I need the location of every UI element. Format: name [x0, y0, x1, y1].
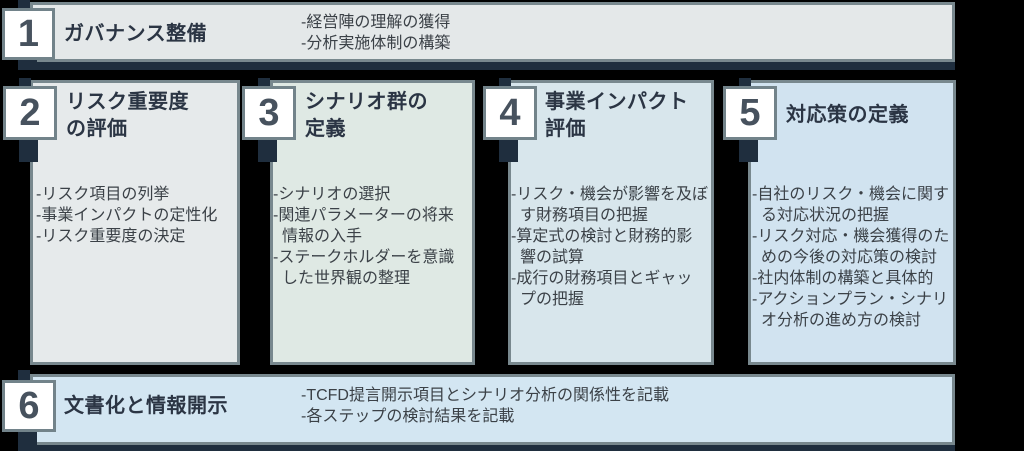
bullet-item: -TCFD提言開示項目とシナリオ分析の関係性を記載 — [301, 387, 669, 404]
step-4-title: 事業インパクト 評価 — [545, 91, 689, 140]
bullet-item: -成行の財務項目とギャップの把握 — [511, 270, 693, 308]
step-5-title: 対応策の定義 — [786, 104, 909, 126]
step-5-number: 5 — [739, 92, 761, 134]
bullet-item: -事業インパクトの定性化 — [36, 207, 218, 224]
bullet-item: -アクションプラン・シナリオ分析の進め方の検討 — [752, 291, 949, 329]
step-4-number-badge: 4 — [483, 86, 537, 140]
step-4-panel — [508, 80, 714, 365]
step-6-bullets: -TCFD提言開示項目とシナリオ分析の関係性を記載 -各ステップの検討結果を記載 — [301, 385, 669, 427]
step-4-accent-bottom — [499, 136, 518, 162]
step-5-accent-bottom — [739, 136, 758, 162]
step-5-panel — [748, 80, 956, 365]
step-4-bullets: -リスク・機会が影響を及ぼす財務項目の把握 -算定式の検討と財務的影響の試算 -… — [511, 184, 708, 310]
bullet-item: -シナリオの選択 — [273, 186, 391, 203]
step-1-number: 1 — [17, 13, 40, 55]
step-1-number-badge: 1 — [2, 8, 55, 60]
step-3-panel — [270, 80, 475, 365]
step-2-accent-bottom — [19, 136, 38, 162]
bullet-item: -各ステップの検討結果を記載 — [301, 408, 515, 425]
bullet-item: -ステークホルダーを意識した世界観の整理 — [273, 249, 455, 287]
bullet-item: -リスク重要度の決定 — [36, 228, 186, 245]
step-3-bullets: -シナリオの選択 -関連パラメーターの将来情報の入手 -ステークホルダーを意識し… — [273, 184, 468, 289]
step-3-number: 3 — [258, 92, 280, 134]
step-1-panel — [30, 2, 955, 62]
step-2-number-badge: 2 — [3, 86, 57, 140]
step-2-panel — [30, 80, 240, 365]
bullet-item: -リスク対応・機会獲得のための今後の対応策の検討 — [752, 228, 950, 266]
step-2-bullets: -リスク項目の列挙 -事業インパクトの定性化 -リスク重要度の決定 — [36, 184, 233, 247]
bullet-item: -自社のリスク・機会に関する対応状況の把握 — [752, 186, 950, 224]
step-3-accent-bottom — [258, 136, 277, 162]
bullet-item: -経営陣の理解の獲得 — [301, 14, 451, 31]
step-4-number: 4 — [499, 92, 521, 134]
step-6-number-badge: 6 — [2, 380, 56, 432]
step-6-panel — [30, 374, 955, 445]
bullet-item: -算定式の検討と財務的影響の試算 — [511, 228, 693, 266]
step-1-title: ガバナンス整備 — [64, 23, 208, 45]
bullet-item: -関連パラメーターの将来情報の入手 — [273, 207, 454, 245]
step-6-bottom-shadow — [18, 444, 955, 451]
step-6-title: 文書化と情報開示 — [64, 395, 228, 417]
step-2-title: リスク重要度 の評価 — [66, 91, 189, 140]
bullet-item: -分析実施体制の構築 — [301, 35, 451, 52]
step-6-number: 6 — [18, 385, 40, 427]
step-3-title: シナリオ群の 定義 — [305, 91, 428, 140]
step-1-bottom-shadow — [18, 62, 955, 70]
step-5-number-badge: 5 — [723, 86, 777, 140]
step-1-bullets: -経営陣の理解の獲得 -分析実施体制の構築 — [301, 12, 450, 54]
step-2-number: 2 — [19, 92, 41, 134]
step-3-number-badge: 3 — [242, 86, 296, 140]
bullet-item: -リスク項目の列挙 — [36, 186, 170, 203]
step-5-bullets: -自社のリスク・機会に関する対応状況の把握 -リスク対応・機会獲得のための今後の… — [752, 184, 951, 331]
bullet-item: -リスク・機会が影響を及ぼす財務項目の把握 — [511, 186, 709, 224]
bullet-item: -社内体制の構築と具体的 — [752, 270, 934, 287]
